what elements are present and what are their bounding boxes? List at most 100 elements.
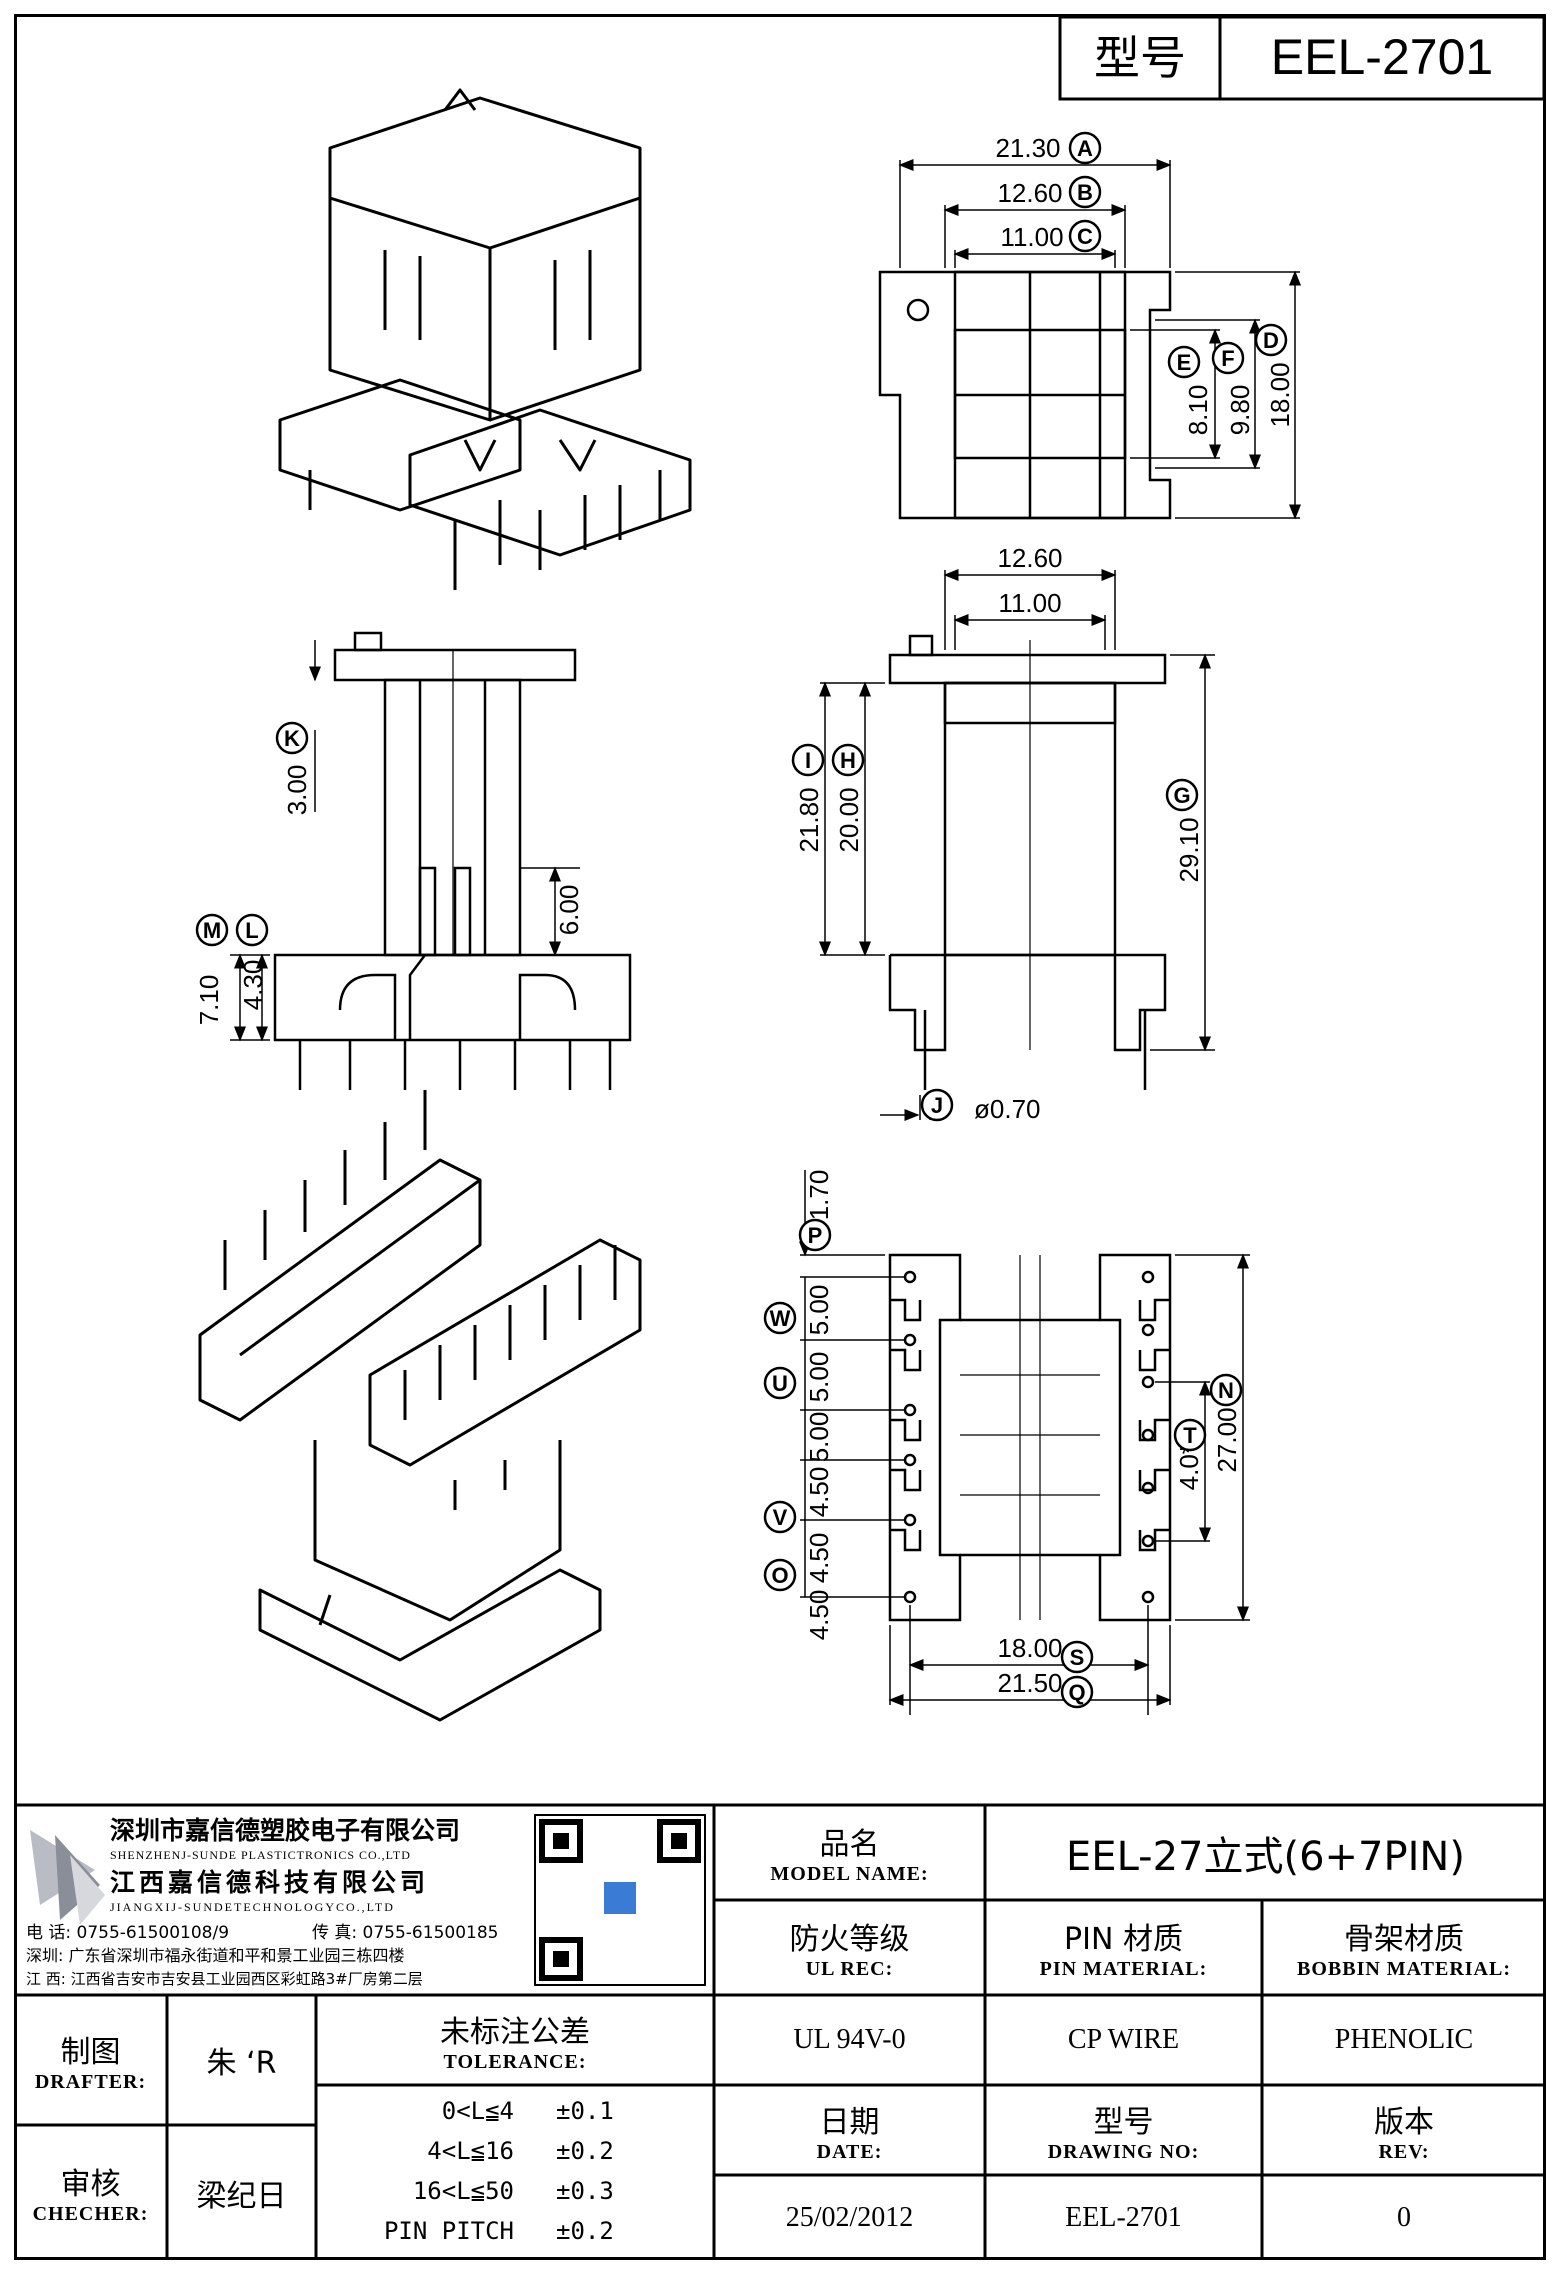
drafter-label-cell: 制图 DRAFTER: [14,1995,167,2125]
company-address-sz: 深圳: 广东省深圳市福永街道和平和景工业园三栋四楼 [26,1946,405,1965]
drafter-cn: 制图 [60,2034,121,2070]
dim-p: 1.70 [804,1170,834,1221]
company-address-jx: 江 西: 江西省吉安市吉安县工业园西区彩虹路3#厂房第二层 [26,1969,423,1988]
rev-value: 0 [1397,2201,1411,2233]
ref-letter-d: D [1254,323,1288,357]
drawing-no-label-cell: 型号 DRAWING NO: [985,2085,1262,2175]
ref-letter-p: P [798,1218,832,1252]
dim-a: 21.30 [995,133,1060,163]
ul-en: UL REC: [805,1958,894,1980]
drawing-no-cn: 型号 [1093,2104,1154,2140]
iso-view-top [278,88,692,590]
date-cn: 日期 [819,2104,880,2140]
company-name-sz: 深圳市嘉信德塑胶电子有限公司 [110,1816,461,1845]
drafter-value: 朱 ‘R [206,2046,277,2081]
ref-letter-v: V [763,1500,797,1534]
tolerance-row: 16<L≦50±0.3 [316,2173,714,2209]
tolerance-label-cell: 未标注公差 TOLERANCE: [316,1995,714,2085]
date-label-cell: 日期 DATE: [714,2085,985,2175]
company-logo [30,1830,105,1925]
svg-text:P: P [808,1223,823,1248]
dim-n: 27.00 [1212,1407,1242,1472]
company-fax: 传 真: 0755-61500185 [312,1922,499,1943]
dim-o2: 4.50 [804,1590,834,1641]
svg-text:Q: Q [1068,1680,1085,1705]
tolerance-range: 16<L≦50 [412,2177,514,2205]
rev-en: REV: [1378,2140,1430,2163]
svg-text:W: W [770,1306,791,1331]
company-name-sz-en: SHENZHENJ-SUNDE PLASTICTRONICS CO.,LTD [110,1847,411,1862]
svg-text:C: C [1077,224,1093,249]
ref-letter-n: N [1209,1373,1243,1407]
iso-view-bottom [198,1090,642,1722]
drafter-en: DRAFTER: [34,2070,147,2093]
ref-letter-c: C [1068,219,1102,253]
svg-text:U: U [772,1371,788,1396]
ref-letter-k: K [275,721,309,755]
side-view [230,631,632,1090]
drawing-no-en: DRAWING NO: [1047,2140,1200,2163]
svg-text:J: J [931,1093,943,1118]
ref-letter-h: H [831,743,865,777]
model-name-value-cell: EEL-27立式(6+7PIN) [985,1805,1546,1900]
dim-j: ø0.70 [974,1094,1041,1124]
svg-text:K: K [284,726,300,751]
svg-text:N: N [1218,1378,1234,1403]
bobbin-cn: 骨架材质 [1344,1922,1464,1957]
dim-c: 11.00 [1000,222,1063,252]
ref-letter-u: U [763,1366,797,1400]
ref-letter-f: F [1211,341,1245,375]
bobbin-value-cell: PHENOLIC [1262,1995,1546,2085]
svg-text:G: G [1173,783,1190,808]
checker-en: CHECHER: [32,2203,149,2225]
tolerance-range: 4<L≦16 [427,2137,514,2165]
svg-text:B: B [1077,180,1093,205]
ref-letter-a: A [1068,131,1102,165]
tolerance-value: ±0.2 [556,2217,614,2245]
ref-letter-i: I [791,743,825,777]
dim-k: 3.00 [282,765,312,816]
ref-letter-e: E [1167,345,1201,379]
dim-m: 7.10 [194,975,224,1026]
model-name-en: MODEL NAME: [770,1863,929,1885]
side-view-labels: 3.00 6.00 7.10 4.30 [194,765,584,1026]
tolerance-value: ±0.2 [556,2137,614,2165]
dim-g: 29.10 [1174,817,1204,882]
company-name-jx: 江西嘉信德科技有限公司 [110,1868,430,1897]
bobbin-en: BOBBIN MATERIAL: [1297,1958,1511,1980]
tolerance-cn: 未标注公差 [440,2014,590,2050]
dim-front-w2: 11.00 [998,588,1061,618]
dim-v: 4.50 [804,1467,834,1518]
ul-value: UL 94V-0 [793,2024,906,2055]
pin-cn: PIN 材质 [1064,1922,1183,1957]
dim-q: 21.50 [997,1668,1062,1698]
checker-cn: 审核 [60,2167,121,2202]
bobbin-value: PHENOLIC [1334,2024,1474,2055]
front-view-labels: 12.60 11.00 21.80 20.00 29.10 ø0.70 [794,543,1204,1124]
date-value: 25/02/2012 [785,2201,914,2233]
ref-letter-s: S [1060,1640,1094,1674]
drafter-value-cell: 朱 ‘R [167,1995,316,2125]
ref-letter-q: Q [1060,1675,1094,1709]
rev-value-cell: 0 [1262,2175,1546,2260]
top-view-labels: 21.30 12.60 11.00 18.00 8.10 9.80 [995,133,1295,435]
dim-l: 4.30 [238,960,268,1011]
tolerance-row: 0<L≦4±0.1 [316,2093,714,2129]
company-name-jx-en: JIANGXIJ-SUNDETECHNOLOGYCO.,LTD [110,1899,395,1914]
tolerance-value: ±0.1 [556,2097,614,2125]
ref-letter-g: G [1165,778,1199,812]
bobbin-label-cell: 骨架材质 BOBBIN MATERIAL: [1262,1900,1546,1995]
ul-label-cell: 防火等级 UL REC: [714,1900,985,1995]
pin-label-cell: PIN 材质 PIN MATERIAL: [985,1900,1262,1995]
checker-value-cell: 梁纪日 [167,2125,316,2260]
bottom-view-labels: 1.70 5.00 5.00 5.00 4.50 4.50 4.50 4.0*6… [804,1170,1242,1698]
ref-letter-o: O [763,1558,797,1592]
svg-text:I: I [805,748,811,773]
header-model-value: EEL-2701 [1271,29,1493,85]
header-box: 型号 EEL-2701 [1058,15,1546,101]
svg-text:F: F [1221,346,1234,371]
drawing-no-value: EEL-2701 [1065,2201,1182,2233]
rev-label-cell: 版本 REV: [1262,2085,1546,2175]
dim-b: 12.60 [997,178,1062,208]
